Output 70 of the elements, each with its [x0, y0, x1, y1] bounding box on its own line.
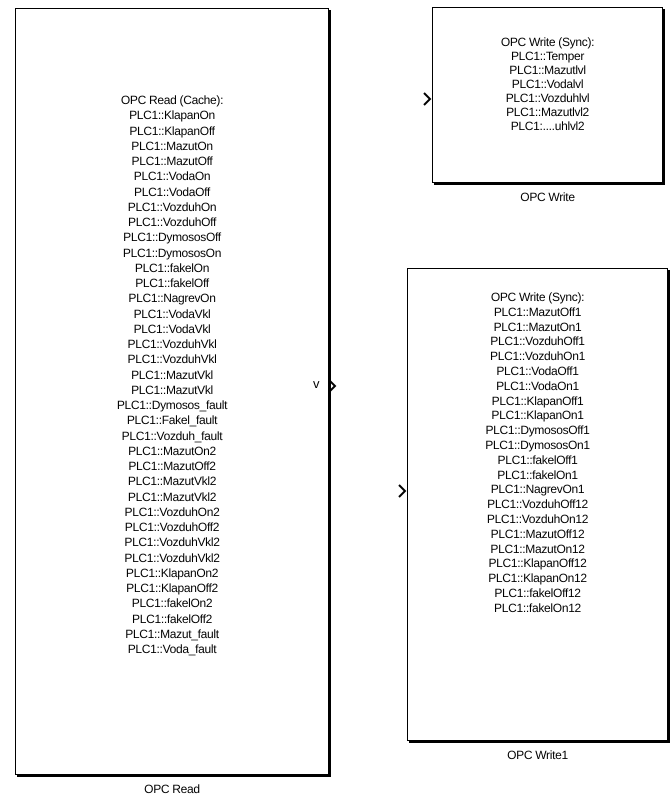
signal-name: PLC1::KlapanOff2 — [126, 581, 218, 596]
signal-name: PLC1::VodaOff — [134, 184, 210, 200]
signal-name: PLC1::fakelOn2 — [132, 596, 212, 612]
signal-name: PLC1::Vodalvl — [512, 77, 584, 91]
signal-name: PLC1::VozduhVkl — [128, 337, 216, 352]
signal-name: PLC1::VozduhVkl — [128, 352, 216, 368]
block-name: OPC Write — [519, 190, 576, 204]
signal-name: PLC1::VodaVkl — [134, 322, 210, 337]
signal-name: PLC1::fakelOn12 — [494, 600, 581, 616]
signal-name: PLC1::KlapanOff1 — [492, 394, 584, 408]
signal-name: PLC1::VodaOn — [134, 169, 210, 184]
signal-name: PLC1::MazutVkl — [131, 382, 213, 398]
signal-name: PLC1::NagrevOn — [128, 291, 216, 306]
signal-name: PLC1::MazutOff12 — [490, 526, 584, 542]
signal-name: PLC1::DymososOff1 — [485, 423, 590, 438]
signal-name: PLC1::VozduhOn — [128, 200, 216, 215]
signal-name: PLC1::KlapanOff — [129, 124, 215, 139]
signal-name: PLC1::Dymosos_fault — [116, 398, 228, 414]
signal-name: PLC1::Mazutlvl2 — [506, 105, 589, 119]
signal-name: PLC1::KlapanOn1 — [491, 408, 584, 424]
signal-name: PLC1::VodaOff1 — [496, 364, 579, 379]
signal-name: PLC1::MazutVkl2 — [128, 474, 216, 490]
block-heading: OPC Write (Sync): — [490, 290, 584, 305]
block-name: OPC Write1 — [506, 748, 569, 762]
signal-name: PLC1::DymososOn1 — [485, 438, 590, 453]
signal-name: PLC1::fakelOn1 — [497, 468, 578, 482]
signal-name: PLC1::VodaOn1 — [496, 378, 579, 394]
signal-name: PLC1::Mazut_fault — [125, 626, 219, 642]
signal-name: PLC1:....uhlvl2 — [510, 119, 584, 133]
signal-name: PLC1::fakelOff2 — [132, 612, 212, 627]
signal-name: PLC1::VodaVkl — [134, 306, 210, 322]
signal-name: PLC1::Fakel_fault — [126, 413, 218, 428]
signal-name: PLC1::DymososOn — [122, 246, 222, 261]
signal-name: PLC1::VozduhOff12 — [487, 497, 588, 512]
signal-name: PLC1::MazutOn2 — [128, 444, 216, 459]
signal-name: PLC1::DymososOff — [123, 230, 221, 246]
signal-name: PLC1::fakelOff — [135, 276, 209, 292]
signal-name: PLC1::VozduhOff1 — [490, 334, 585, 350]
signal-name: PLC1::VozduhOff — [128, 215, 216, 230]
signal-name: PLC1::MazutOff — [132, 154, 212, 170]
signal-name: PLC1::fakelOff1 — [498, 452, 578, 468]
signal-name: PLC1::Voda_fault — [128, 642, 216, 658]
signal-name: PLC1::MazutOn — [131, 138, 213, 154]
signal-name: PLC1::NagrevOn1 — [490, 482, 584, 498]
signal-name: PLC1::MazutOff1 — [494, 304, 582, 320]
signal-name: PLC1::Vozduh_fault — [122, 428, 222, 444]
signal-name: PLC1::VozduhVkl2 — [124, 550, 220, 566]
signal-name: PLC1::fakelOn — [134, 260, 210, 276]
signal-name: PLC1::KlapanOn — [129, 108, 215, 124]
signal-name: PLC1::Temper — [510, 49, 584, 63]
port-label: v — [313, 376, 320, 391]
signal-name: PLC1::MazutVkl — [131, 368, 213, 383]
signal-name: PLC1::KlapanOn2 — [126, 566, 218, 581]
block-heading: OPC Read (Cache): — [120, 93, 224, 108]
signal-name: PLC1::VozduhOn2 — [124, 504, 220, 520]
signal-name: PLC1::MazutOn12 — [490, 542, 585, 556]
signal-name: PLC1::MazutOff2 — [128, 459, 216, 474]
block-name: OPC Read — [143, 782, 201, 796]
signal-name: PLC1::MazutOn1 — [494, 320, 582, 334]
signal-name: PLC1::fakelOff12 — [494, 586, 581, 601]
signal-name: PLC1::KlapanOn12 — [488, 571, 587, 586]
signal-name: PLC1::MazutVkl2 — [128, 490, 216, 505]
block-heading: OPC Write (Sync): — [500, 35, 594, 49]
signal-name: PLC1::VozduhOn12 — [486, 512, 588, 527]
signal-name: PLC1::Vozduhlvl — [506, 91, 590, 105]
signal-name: PLC1::VozduhOff2 — [124, 520, 220, 536]
signal-name: PLC1::Mazutlvl — [509, 63, 586, 77]
signal-name: PLC1::KlapanOff12 — [488, 556, 587, 572]
signal-name: PLC1::VozduhVkl2 — [124, 535, 220, 550]
signal-name: PLC1::VozduhOn1 — [490, 349, 585, 364]
